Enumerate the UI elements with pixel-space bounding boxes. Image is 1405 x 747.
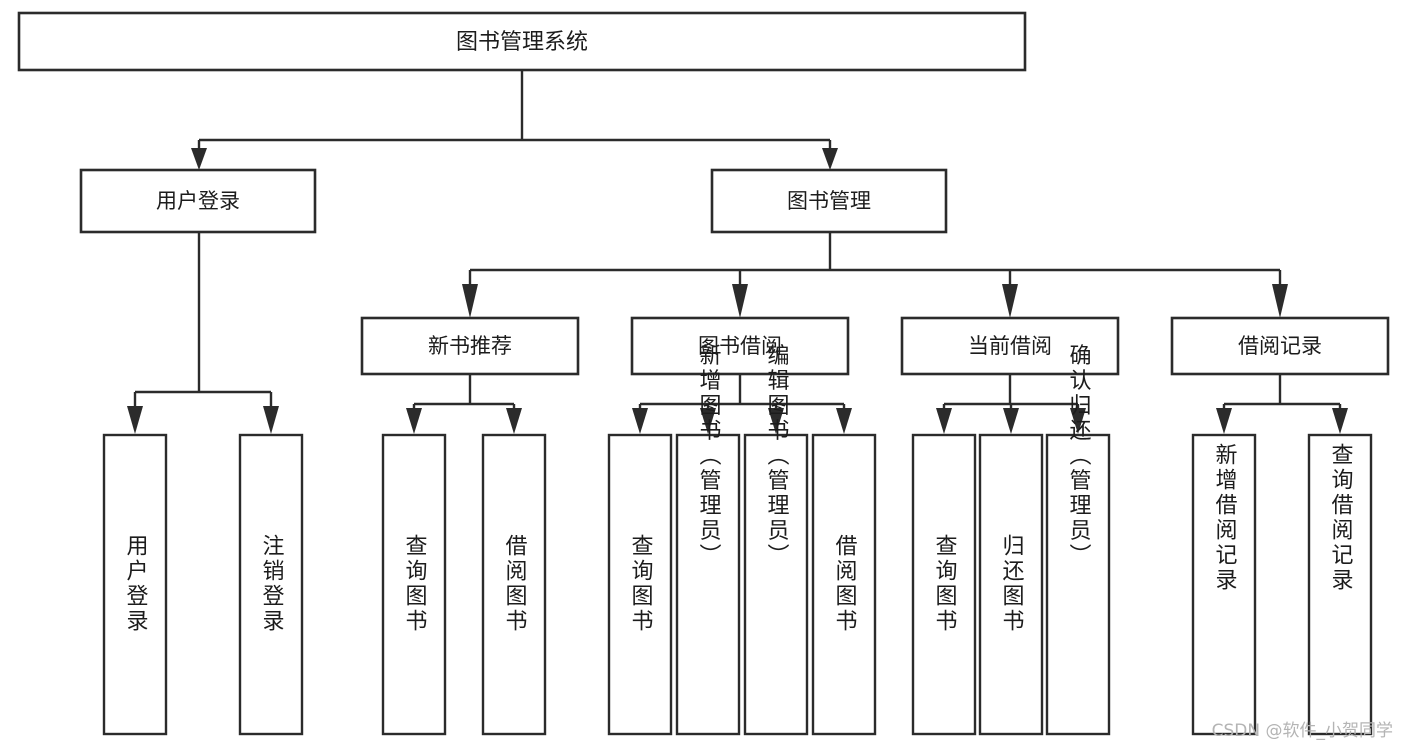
node-leaf-query-book-3-label: 查询图书 bbox=[932, 534, 958, 634]
node-leaf-user-logout-label: 注销登录 bbox=[259, 534, 285, 634]
arrowhead-leaf-return-book bbox=[1003, 408, 1019, 434]
node-new-book-recommend-label: 新书推荐 bbox=[428, 334, 512, 358]
arrowhead-book-management bbox=[822, 148, 838, 170]
node-leaf-edit-book[interactable]: 编辑图书（管理员） bbox=[743, 344, 809, 736]
node-leaf-add-record-box[interactable] bbox=[1191, 433, 1257, 736]
node-leaf-user-logout-box[interactable] bbox=[238, 433, 304, 736]
arrowhead-leaf-add-record bbox=[1216, 408, 1232, 434]
csdn-watermark: CSDN @软件_小贺同学 bbox=[1211, 721, 1393, 741]
arrowhead-leaf-user-logout bbox=[263, 406, 279, 434]
node-current-borrow-box[interactable] bbox=[900, 316, 1120, 376]
node-leaf-query-record-box[interactable] bbox=[1307, 433, 1373, 736]
node-leaf-query-book-3[interactable]: 查询图书 bbox=[911, 433, 977, 736]
arrowhead-leaf-add-book bbox=[700, 408, 716, 434]
arrowhead-leaf-edit-book bbox=[768, 408, 784, 434]
node-user-login-box[interactable] bbox=[79, 168, 317, 234]
node-leaf-borrow-book-1[interactable]: 借阅图书 bbox=[481, 433, 547, 736]
node-leaf-return-book[interactable]: 归还图书 bbox=[978, 433, 1044, 736]
node-root-label: 图书管理系统 bbox=[456, 30, 588, 55]
node-book-management[interactable]: 图书管理 bbox=[710, 168, 948, 234]
arrowhead-new-book-recommend bbox=[462, 284, 478, 318]
node-leaf-borrow-book-2-box[interactable] bbox=[811, 433, 877, 736]
node-leaf-add-book[interactable]: 新增图书（管理员） bbox=[675, 344, 741, 736]
node-borrow-record-label: 借阅记录 bbox=[1238, 334, 1322, 358]
node-new-book-recommend[interactable]: 新书推荐 bbox=[360, 316, 580, 376]
connector-group bbox=[127, 70, 1348, 434]
arrowhead-leaf-query-book-1 bbox=[406, 408, 422, 434]
node-borrow-record[interactable]: 借阅记录 bbox=[1170, 316, 1390, 376]
node-leaf-return-book-box[interactable] bbox=[978, 433, 1044, 736]
node-leaf-add-book-box[interactable] bbox=[675, 433, 741, 736]
node-leaf-user-login-label: 用户登录 bbox=[123, 534, 149, 634]
arrowhead-leaf-borrow-book-1 bbox=[506, 408, 522, 434]
node-leaf-borrow-book-1-box[interactable] bbox=[481, 433, 547, 736]
node-leaf-borrow-book-2-label: 借阅图书 bbox=[832, 534, 858, 634]
node-root-box[interactable] bbox=[17, 11, 1027, 72]
node-leaf-query-book-1-box[interactable] bbox=[381, 433, 447, 736]
node-leaf-query-book-2-box[interactable] bbox=[607, 433, 673, 736]
node-leaf-query-book-3-box[interactable] bbox=[911, 433, 977, 736]
node-leaf-confirm-return-label: 确认归还（管理员） bbox=[1066, 344, 1092, 569]
node-current-borrow-label: 当前借阅 bbox=[968, 334, 1052, 358]
node-book-management-label: 图书管理 bbox=[787, 189, 871, 213]
node-leaf-user-logout[interactable]: 注销登录 bbox=[238, 433, 304, 736]
node-leaf-edit-book-label: 编辑图书（管理员） bbox=[764, 344, 790, 569]
node-leaf-confirm-return-box[interactable] bbox=[1045, 433, 1111, 736]
node-leaf-query-book-1[interactable]: 查询图书 bbox=[381, 433, 447, 736]
arrowhead-leaf-query-book-3 bbox=[936, 408, 952, 434]
node-book-management-box[interactable] bbox=[710, 168, 948, 234]
arrowhead-leaf-query-book-2 bbox=[632, 408, 648, 434]
node-leaf-query-record-label: 查询借阅记录 bbox=[1328, 443, 1354, 593]
node-current-borrow[interactable]: 当前借阅 bbox=[900, 316, 1120, 376]
node-leaf-add-record-label: 新增借阅记录 bbox=[1212, 443, 1238, 593]
node-book-borrow-box[interactable] bbox=[630, 316, 850, 376]
arrowhead-borrow-record bbox=[1272, 284, 1288, 318]
arrowhead-leaf-user-login bbox=[127, 406, 143, 434]
node-user-login-label: 用户登录 bbox=[156, 189, 240, 213]
node-leaf-query-book-2-label: 查询图书 bbox=[628, 534, 654, 634]
arrowhead-book-borrow bbox=[732, 284, 748, 318]
arrowhead-user-login bbox=[191, 148, 207, 170]
node-new-book-recommend-box[interactable] bbox=[360, 316, 580, 376]
node-book-borrow[interactable]: 图书借阅 bbox=[630, 316, 850, 376]
node-leaf-add-book-label: 新增图书（管理员） bbox=[696, 344, 722, 569]
node-root[interactable]: 图书管理系统 bbox=[17, 11, 1027, 72]
node-leaf-query-book-2[interactable]: 查询图书 bbox=[607, 433, 673, 736]
arrowhead-leaf-query-record bbox=[1332, 408, 1348, 434]
node-user-login[interactable]: 用户登录 bbox=[79, 168, 317, 234]
node-leaf-borrow-book-1-label: 借阅图书 bbox=[502, 534, 528, 634]
node-leaf-add-record[interactable]: 新增借阅记录 bbox=[1191, 433, 1257, 736]
node-leaf-query-record[interactable]: 查询借阅记录 bbox=[1307, 433, 1373, 736]
node-leaf-return-book-label: 归还图书 bbox=[999, 534, 1025, 634]
node-leaf-user-login[interactable]: 用户登录 bbox=[102, 433, 168, 736]
node-leaf-borrow-book-2[interactable]: 借阅图书 bbox=[811, 433, 877, 736]
node-leaf-user-login-box[interactable] bbox=[102, 433, 168, 736]
arrowhead-current-borrow bbox=[1002, 284, 1018, 318]
node-leaf-query-book-1-label: 查询图书 bbox=[402, 534, 428, 634]
node-leaf-confirm-return[interactable]: 确认归还（管理员） bbox=[1045, 344, 1111, 736]
arrowhead-leaf-confirm-return bbox=[1070, 408, 1086, 434]
node-borrow-record-box[interactable] bbox=[1170, 316, 1390, 376]
node-leaf-edit-book-box[interactable] bbox=[743, 433, 809, 736]
node-book-borrow-label: 图书借阅 bbox=[698, 334, 782, 358]
arrowhead-leaf-borrow-book-2 bbox=[836, 408, 852, 434]
